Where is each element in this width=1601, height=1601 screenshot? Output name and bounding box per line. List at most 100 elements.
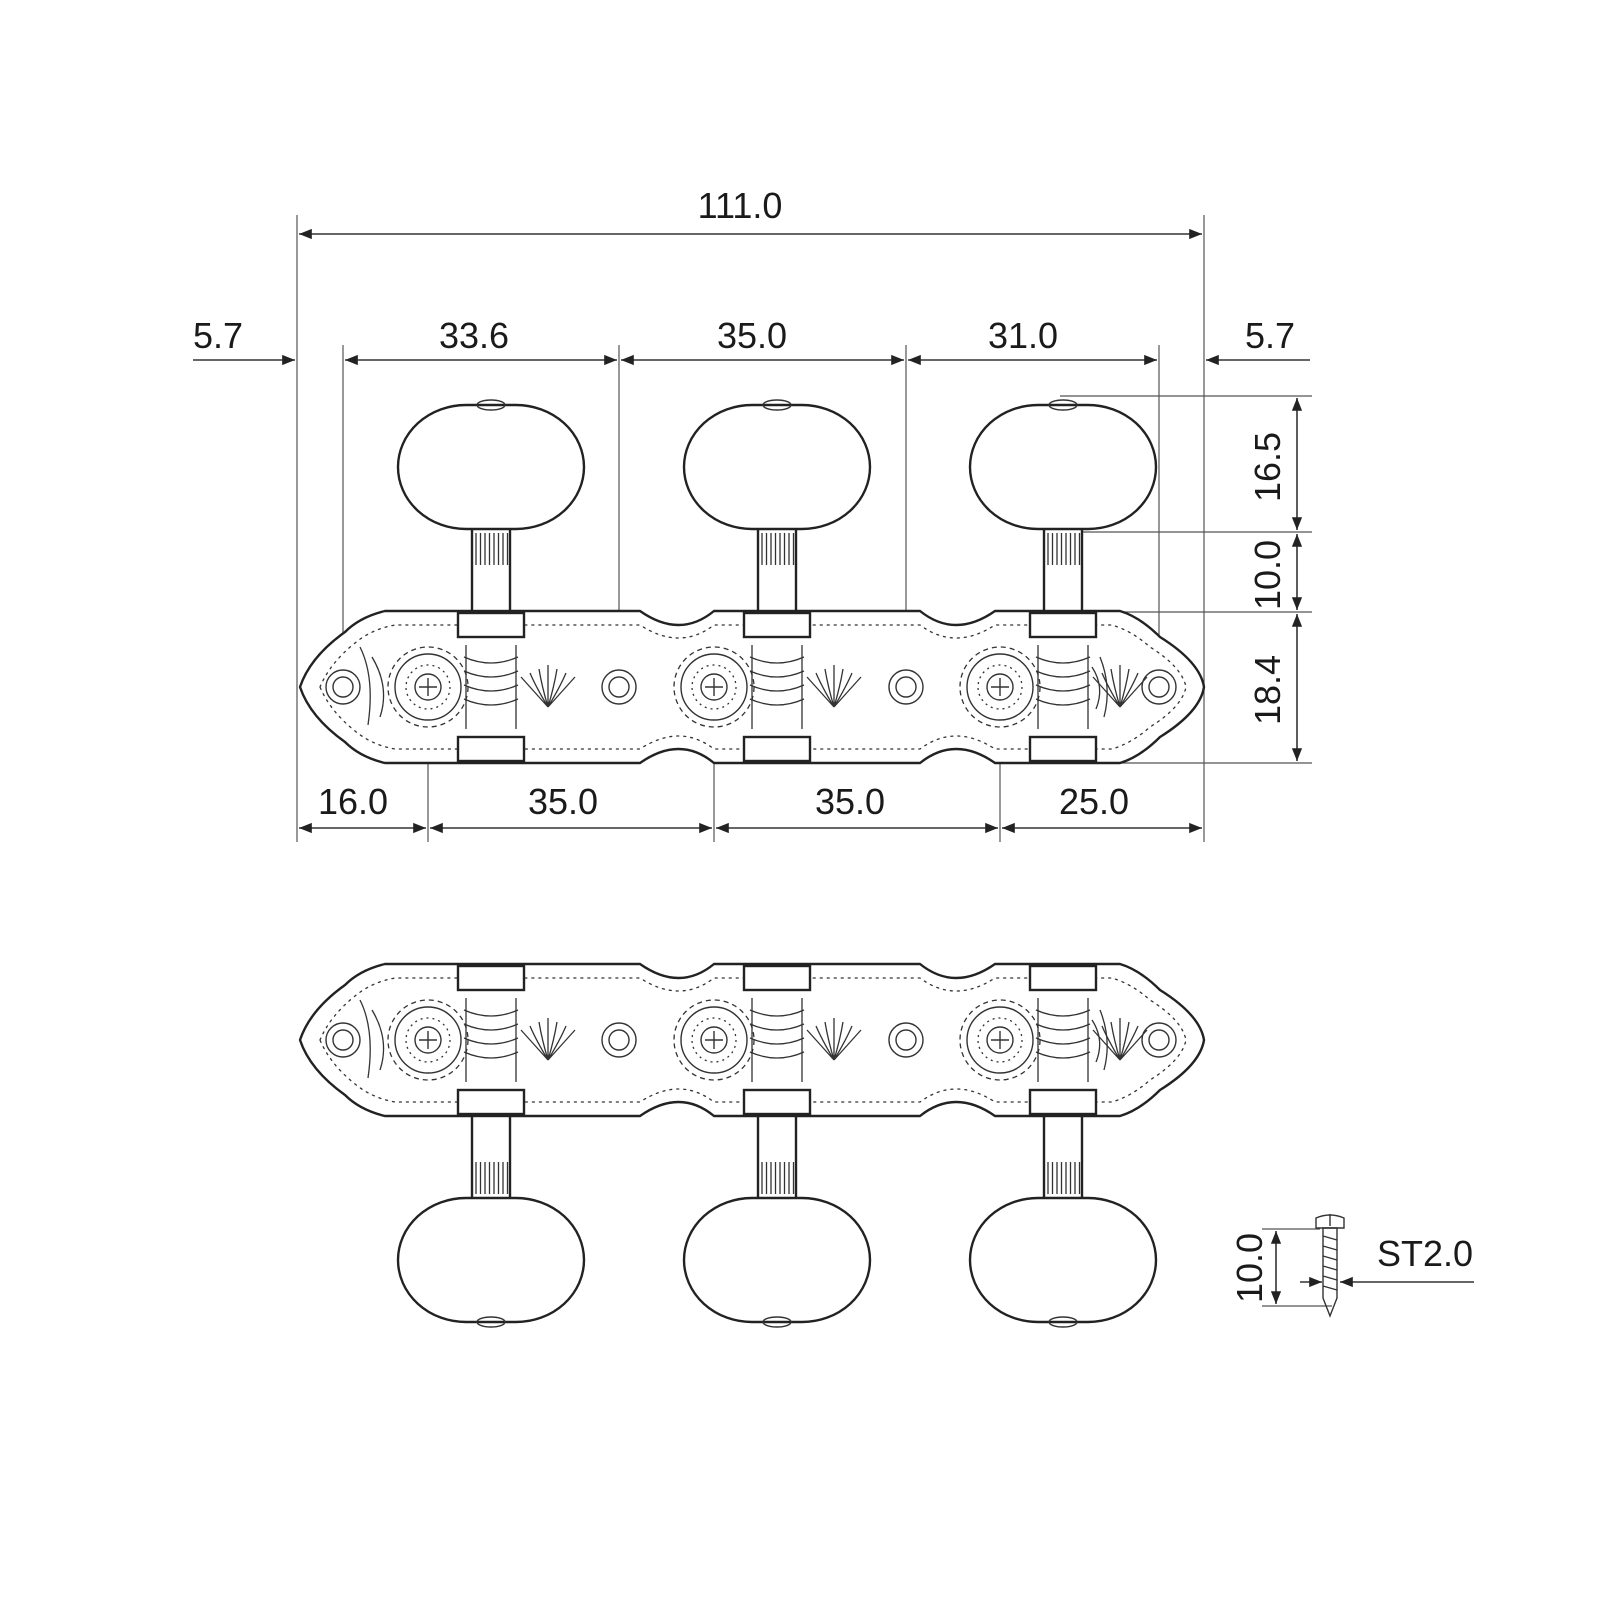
mounting-hole-icon [888,1022,924,1058]
gear-ring [680,1006,748,1074]
housing-cap-top [456,964,526,992]
worm-frame [465,645,517,729]
gear-inner-dots [977,1017,1023,1063]
mounting-hole-icon [1141,1022,1177,1058]
tuner-top-view [298,399,1206,765]
dim-button-height: 16.5 [1247,432,1288,502]
post-knurl [761,1162,795,1194]
string-post [756,1114,798,1204]
dim-right-margin: 5.7 [1245,315,1295,356]
mounting-hole-icon [601,1022,637,1058]
leaf-ornament-icon [1092,1018,1148,1061]
housing-cap-bottom [1028,735,1098,763]
gear-inner-dots [405,1017,451,1063]
leaf-ornament-icon [806,1018,862,1061]
post-knurl [475,533,509,565]
gear-hub [700,673,728,701]
flourish-left [359,999,385,1079]
leaf-ornament-icon [806,665,862,708]
gear-hub [414,673,442,701]
flourish-right [1091,656,1108,718]
dim-hole-spacing-2: 35.0 [717,315,787,356]
cross-screw-icon [419,1031,437,1049]
housing-cap-bottom [742,735,812,763]
string-post [1042,1114,1084,1204]
dim-left-margin: 5.7 [193,315,243,356]
post-knurl [1047,1162,1081,1194]
gear-ring [966,653,1034,721]
mounting-hole-icon [888,669,924,705]
dim-screw-length: 10.0 [1229,1233,1270,1303]
gear-hub [986,673,1014,701]
dim-post-height: 10.0 [1247,540,1288,610]
worm-frame [751,645,803,729]
string-post [470,523,512,613]
dim-plate-height: 18.4 [1247,655,1288,725]
gear-ring [394,1006,462,1074]
string-post [756,523,798,613]
gear-inner-dots [691,1017,737,1063]
tuner-button [682,1196,872,1324]
dim-gear-spacing-2: 35.0 [815,781,885,822]
housing-cap-top [742,611,812,639]
button-cap-screw [762,1316,792,1328]
mounting-hole-icon [325,669,361,705]
housing-cap-bottom [1028,1088,1098,1116]
button-cap-screw [1048,399,1078,411]
tuner-button [968,1196,1158,1324]
gear-hub [700,1026,728,1054]
post-knurl [1047,533,1081,565]
worm-gear-icon [749,656,805,706]
cross-screw-icon [705,1031,723,1049]
string-post [1042,523,1084,613]
housing-cap-top [742,964,812,992]
button-cap-screw [476,399,506,411]
dim-hole-spacing-1: 33.6 [439,315,509,356]
dim-gear-spacing-1: 35.0 [528,781,598,822]
screw-icon [1315,1214,1345,1318]
mounting-hole-icon [601,669,637,705]
housing-cap-bottom [456,735,526,763]
housing-cap-top [1028,964,1098,992]
flourish-right [1091,1009,1108,1071]
flourish-left [359,646,385,726]
cross-screw-icon [419,678,437,696]
worm-gear-icon [463,656,519,706]
leaf-ornament-icon [1092,665,1148,708]
gear-inner-dots [691,664,737,710]
gear-inner-dots [977,664,1023,710]
gear-ring [394,653,462,721]
cross-screw-icon [991,678,1009,696]
gear-hub [986,1026,1014,1054]
string-post [470,1114,512,1204]
worm-frame [465,998,517,1082]
dimension-lines [193,215,1312,842]
mounting-hole-inner [1148,1029,1170,1051]
dim-hole-spacing-3: 31.0 [988,315,1058,356]
leaf-ornament-icon [520,1018,576,1061]
cross-screw-icon [991,1031,1009,1049]
worm-gear-icon [749,1009,805,1059]
button-cap-screw [762,399,792,411]
button-cap-screw [1048,1316,1078,1328]
gear-inner-dots [405,664,451,710]
worm-frame [1037,645,1089,729]
housing-cap-bottom [742,1088,812,1116]
mounting-hole-icon [325,1022,361,1058]
mounting-hole-icon [1141,669,1177,705]
leaf-ornament-icon [520,665,576,708]
housing-cap-top [456,611,526,639]
worm-gear-icon [1035,1009,1091,1059]
dim-bottom-right: 25.0 [1059,781,1129,822]
post-knurl [761,533,795,565]
worm-gear-icon [463,1009,519,1059]
screw-detail: 10.0 ST2.0 [1229,1214,1474,1318]
mounting-hole-inner [895,1029,917,1051]
worm-frame [751,998,803,1082]
mounting-hole-inner [608,1029,630,1051]
button-cap-screw [476,1316,506,1328]
housing-cap-top [1028,611,1098,639]
gear-hub [414,1026,442,1054]
mounting-hole-inner [332,676,354,698]
